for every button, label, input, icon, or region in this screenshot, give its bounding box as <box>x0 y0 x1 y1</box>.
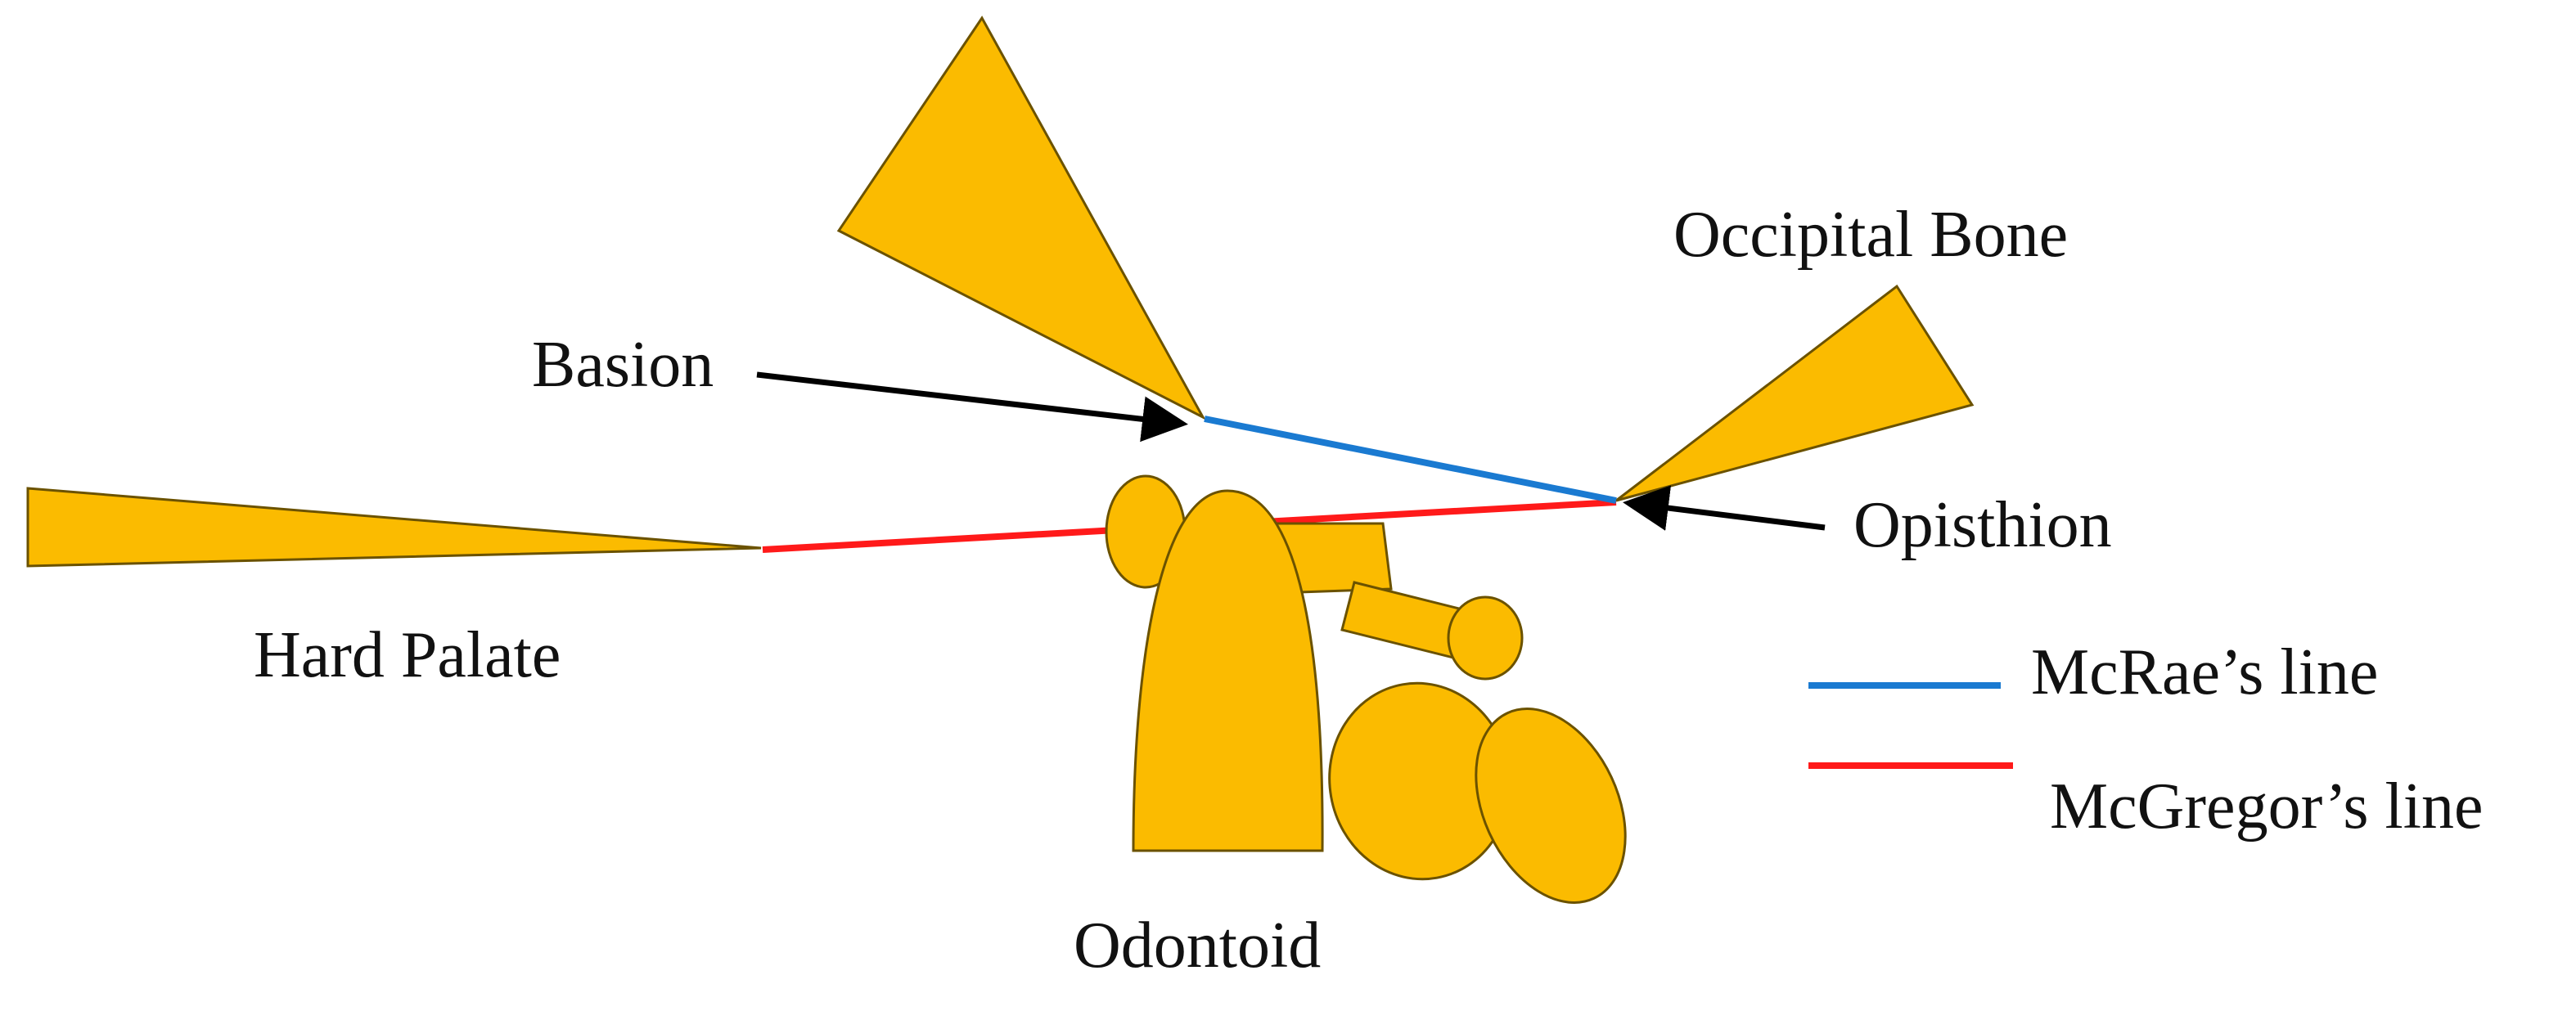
opisthion-arrow <box>1623 485 1826 531</box>
occipital-upper-wedge <box>836 16 1206 420</box>
basion-arrow <box>756 371 1188 443</box>
legend-label-mcrae: McRae’s line <box>2031 636 2378 708</box>
odontoid-label: Odontoid <box>1074 910 1321 982</box>
legend-label-mcgregor: McGregor’s line <box>2050 771 2484 842</box>
occipital-bone-label: Occipital Bone <box>1673 199 2068 271</box>
occipital-bone-wedge <box>1615 284 1975 502</box>
c3-articular-element <box>1475 708 1627 904</box>
opisthion-label: Opisthion <box>1853 489 2112 561</box>
hard-palate-label: Hard Palate <box>254 619 561 691</box>
legend: McRae’s line McGregor’s line <box>1808 636 2484 842</box>
hard-palate-wedge <box>26 487 762 568</box>
c2-spinous-process <box>1447 595 1524 681</box>
basion-label: Basion <box>532 329 714 401</box>
mcrae-line <box>1204 416 1617 504</box>
odontoid-process <box>1132 489 1324 852</box>
